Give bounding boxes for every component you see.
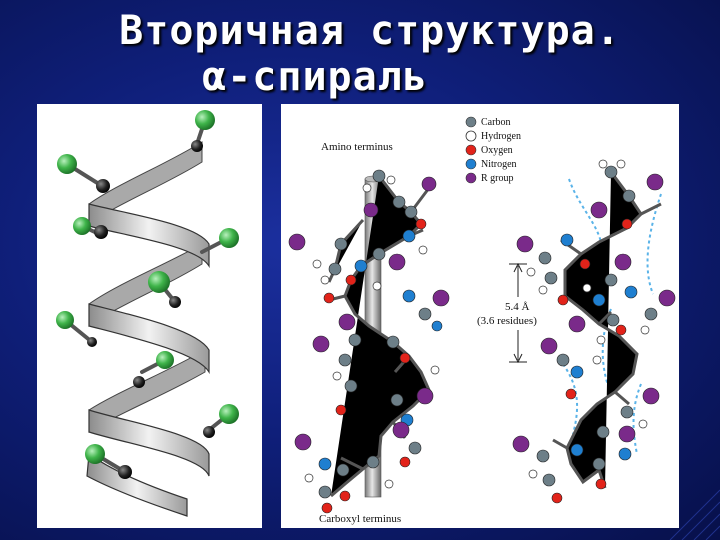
legend-carbon-label: Carbon [481, 117, 510, 128]
atom-legend: Carbon Hydrogen Oxygen Nitrogen R group [463, 114, 521, 184]
legend-oxygen-label: Oxygen [481, 145, 513, 156]
slide-title: Вторичная структура. α-спираль [0, 8, 720, 100]
title-line-1: Вторичная структура. [20, 8, 720, 54]
title-line-2: α-спираль [0, 54, 720, 100]
corner-decoration [660, 460, 720, 540]
covalent-bonds [329, 172, 661, 496]
legend-carbon-swatch [466, 117, 476, 127]
legend-hydrogen-swatch [466, 131, 476, 141]
ball-stick-panel: Amino terminus Carboxyl terminus Carbon … [281, 104, 679, 528]
ribbon-helix-panel [37, 104, 262, 528]
legend-r-group-swatch [466, 173, 476, 183]
pitch-distance-label: 5.4 Å [505, 301, 530, 313]
amino-terminus-label: Amino terminus [321, 141, 393, 153]
pitch-residues-label: (3.6 residues) [477, 315, 537, 327]
ribbon-helix-illustration [37, 104, 262, 528]
carboxyl-terminus-label: Carboxyl terminus [319, 513, 401, 525]
legend-oxygen-swatch [466, 145, 476, 155]
legend-r-group-label: R group [481, 173, 514, 184]
ball-stick-model: Amino terminus Carboxyl terminus Carbon … [281, 104, 679, 528]
legend-nitrogen-swatch [466, 159, 476, 169]
legend-hydrogen-label: Hydrogen [481, 131, 521, 142]
legend-nitrogen-label: Nitrogen [481, 159, 517, 170]
pitch-measurement [509, 264, 527, 362]
